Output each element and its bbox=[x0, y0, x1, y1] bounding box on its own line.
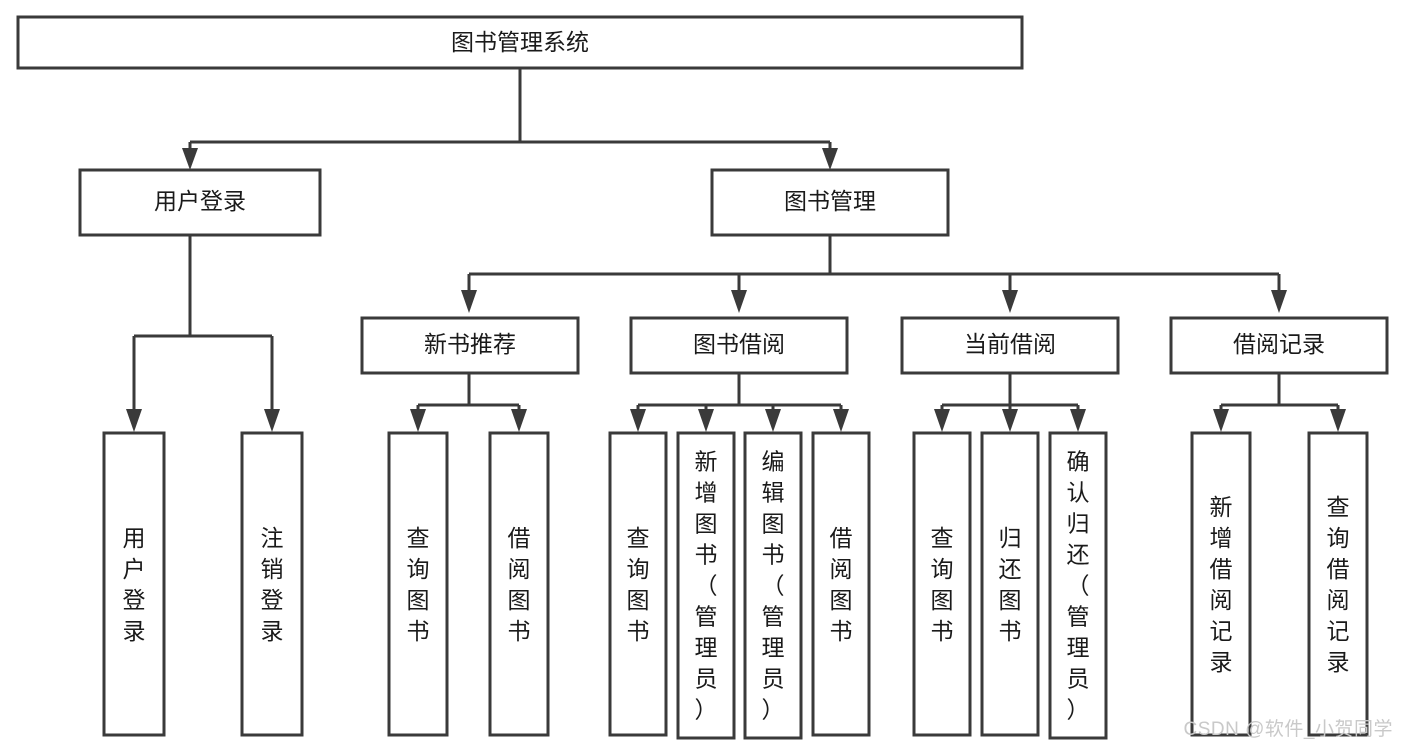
node-book-borrow[interactable]: 图书借阅 bbox=[629, 316, 849, 375]
node-leaf-add-borrow-record-box[interactable] bbox=[1190, 431, 1252, 737]
node-leaf-confirm-return-admin[interactable]: 确认归还（管理员） bbox=[1048, 431, 1108, 740]
node-book-management-label: 图书管理 bbox=[784, 188, 876, 214]
node-leaf-borrow-book-2[interactable]: 借阅图书 bbox=[811, 431, 871, 737]
arrow-head-leaf-borrow-book-2 bbox=[833, 409, 849, 432]
arrow-head-leaf-borrow-book-1 bbox=[511, 409, 527, 432]
node-user-login[interactable]: 用户登录 bbox=[78, 168, 322, 237]
node-root-label: 图书管理系统 bbox=[451, 29, 589, 55]
node-leaf-edit-book-admin-label: 编辑图书（管理员） bbox=[762, 449, 785, 723]
node-leaf-borrow-book-1-box[interactable] bbox=[488, 431, 550, 737]
node-book-management-box[interactable] bbox=[710, 168, 950, 237]
node-current-borrow-box[interactable] bbox=[900, 316, 1120, 375]
node-leaf-borrow-book-1-label: 借阅图书 bbox=[508, 525, 531, 644]
node-leaf-edit-book-admin[interactable]: 编辑图书（管理员） bbox=[743, 431, 803, 740]
node-leaf-add-book-admin-box[interactable] bbox=[676, 431, 736, 740]
node-leaf-add-book-admin-label: 新增图书（管理员） bbox=[695, 449, 718, 723]
node-root-box[interactable] bbox=[16, 15, 1024, 70]
node-leaf-confirm-return-admin-box[interactable] bbox=[1048, 431, 1108, 740]
node-leaf-query-borrow-record-label: 查询借阅记录 bbox=[1327, 494, 1350, 675]
node-leaf-query-book-2[interactable]: 查询图书 bbox=[608, 431, 668, 737]
node-borrow-record-label: 借阅记录 bbox=[1233, 331, 1325, 357]
node-new-book-recommend-box[interactable] bbox=[360, 316, 580, 375]
arrow-head-borrow-record bbox=[1271, 290, 1287, 313]
arrow-head-leaf-return-book bbox=[1002, 409, 1018, 432]
node-leaf-borrow-book-1[interactable]: 借阅图书 bbox=[488, 431, 550, 737]
node-borrow-record[interactable]: 借阅记录 bbox=[1169, 316, 1389, 375]
node-leaf-edit-book-admin-box[interactable] bbox=[743, 431, 803, 740]
node-borrow-record-box[interactable] bbox=[1169, 316, 1389, 375]
node-user-login-box[interactable] bbox=[78, 168, 322, 237]
arrow-head-leaf-query-book-3 bbox=[934, 409, 950, 432]
node-leaf-add-borrow-record-label: 新增借阅记录 bbox=[1210, 494, 1233, 675]
node-leaf-user-login[interactable]: 用户登录 bbox=[102, 431, 166, 737]
node-book-management[interactable]: 图书管理 bbox=[710, 168, 950, 237]
connector-layer bbox=[126, 68, 1346, 432]
node-current-borrow[interactable]: 当前借阅 bbox=[900, 316, 1120, 375]
node-new-book-recommend-label: 新书推荐 bbox=[424, 331, 516, 357]
arrow-head-leaf-user-login bbox=[126, 409, 142, 432]
node-leaf-borrow-book-2-box[interactable] bbox=[811, 431, 871, 737]
node-book-borrow-box[interactable] bbox=[629, 316, 849, 375]
node-leaf-query-borrow-record-box[interactable] bbox=[1307, 431, 1369, 737]
node-leaf-confirm-return-admin-label: 确认归还（管理员） bbox=[1067, 449, 1090, 723]
node-leaf-user-logout[interactable]: 注销登录 bbox=[240, 431, 304, 737]
arrow-head-leaf-add-borrow-record bbox=[1213, 409, 1229, 432]
node-leaf-user-login-box[interactable] bbox=[102, 431, 166, 737]
arrow-head-leaf-query-borrow-record bbox=[1330, 409, 1346, 432]
node-leaf-return-book-label: 归还图书 bbox=[999, 525, 1022, 644]
node-leaf-add-book-admin[interactable]: 新增图书（管理员） bbox=[676, 431, 736, 740]
node-leaf-user-login-label: 用户登录 bbox=[123, 525, 146, 644]
node-new-book-recommend[interactable]: 新书推荐 bbox=[360, 316, 580, 375]
arrow-head-leaf-edit-book-admin bbox=[765, 409, 781, 432]
node-root[interactable]: 图书管理系统 bbox=[16, 15, 1024, 70]
node-leaf-query-book-3-label: 查询图书 bbox=[931, 525, 954, 644]
node-leaf-return-book-box[interactable] bbox=[980, 431, 1040, 737]
node-leaf-borrow-book-2-label: 借阅图书 bbox=[830, 525, 853, 644]
arrow-head-current-borrow bbox=[1002, 290, 1018, 313]
node-leaf-query-book-1[interactable]: 查询图书 bbox=[387, 431, 449, 737]
node-leaf-query-book-2-label: 查询图书 bbox=[627, 525, 650, 644]
arrow-head-leaf-user-logout bbox=[264, 409, 280, 432]
node-current-borrow-label: 当前借阅 bbox=[964, 331, 1056, 357]
arrow-head-book-management bbox=[822, 148, 838, 170]
node-leaf-query-borrow-record[interactable]: 查询借阅记录 bbox=[1307, 431, 1369, 737]
node-book-borrow-label: 图书借阅 bbox=[693, 331, 785, 357]
node-leaf-query-book-1-label: 查询图书 bbox=[407, 525, 430, 644]
node-leaf-query-book-3-box[interactable] bbox=[912, 431, 972, 737]
node-leaf-user-logout-label: 注销登录 bbox=[261, 525, 284, 644]
arrow-head-book-borrow bbox=[731, 290, 747, 313]
arrow-head-new-book-recommend bbox=[461, 290, 477, 313]
arrow-head-leaf-query-book-1 bbox=[410, 409, 426, 432]
arrow-head-leaf-query-book-2 bbox=[630, 409, 646, 432]
node-leaf-query-book-3[interactable]: 查询图书 bbox=[912, 431, 972, 737]
arrow-head-user-login bbox=[182, 148, 198, 170]
arrow-head-leaf-add-book-admin bbox=[698, 409, 714, 432]
node-leaf-query-book-1-box[interactable] bbox=[387, 431, 449, 737]
node-leaf-query-book-2-box[interactable] bbox=[608, 431, 668, 737]
node-leaf-add-borrow-record[interactable]: 新增借阅记录 bbox=[1190, 431, 1252, 737]
node-leaf-user-logout-box[interactable] bbox=[240, 431, 304, 737]
arrow-head-leaf-confirm-return-admin bbox=[1070, 409, 1086, 432]
node-user-login-label: 用户登录 bbox=[154, 188, 246, 214]
node-leaf-return-book[interactable]: 归还图书 bbox=[980, 431, 1040, 737]
